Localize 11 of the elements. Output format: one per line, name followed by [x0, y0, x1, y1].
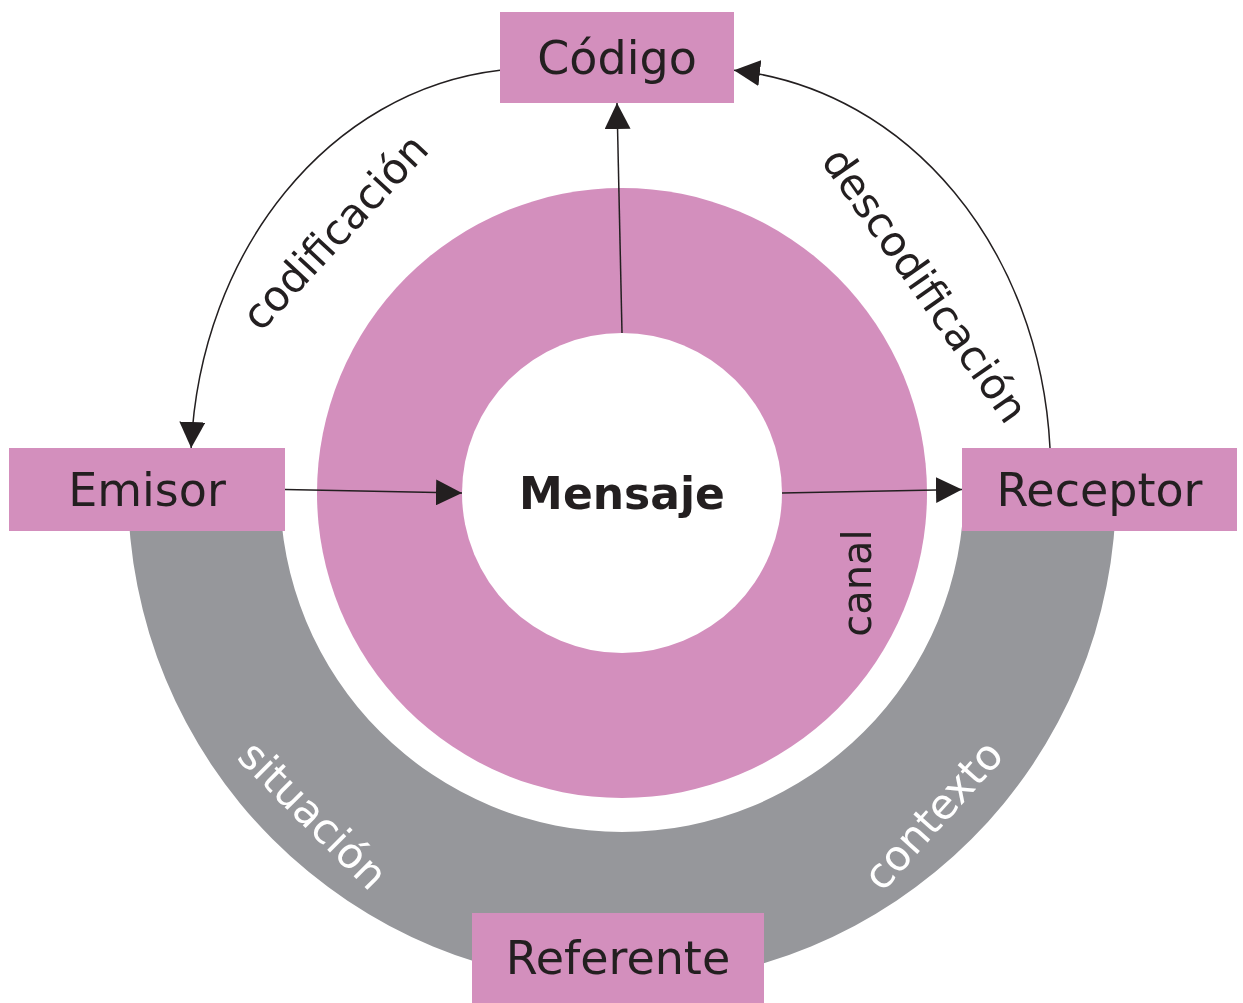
term-box: Receptor: [962, 448, 1237, 531]
arrow: [180, 69, 501, 449]
arrow: [781, 477, 963, 503]
message-circle: Mensaje: [462, 333, 782, 653]
arrow: [284, 479, 463, 506]
arrow: [604, 102, 631, 334]
arrow: [733, 62, 1051, 449]
term-box: Referente: [472, 913, 764, 1003]
term-box: Código: [500, 12, 734, 103]
term-box: Emisor: [9, 448, 285, 531]
ring-label: canal: [834, 529, 880, 637]
